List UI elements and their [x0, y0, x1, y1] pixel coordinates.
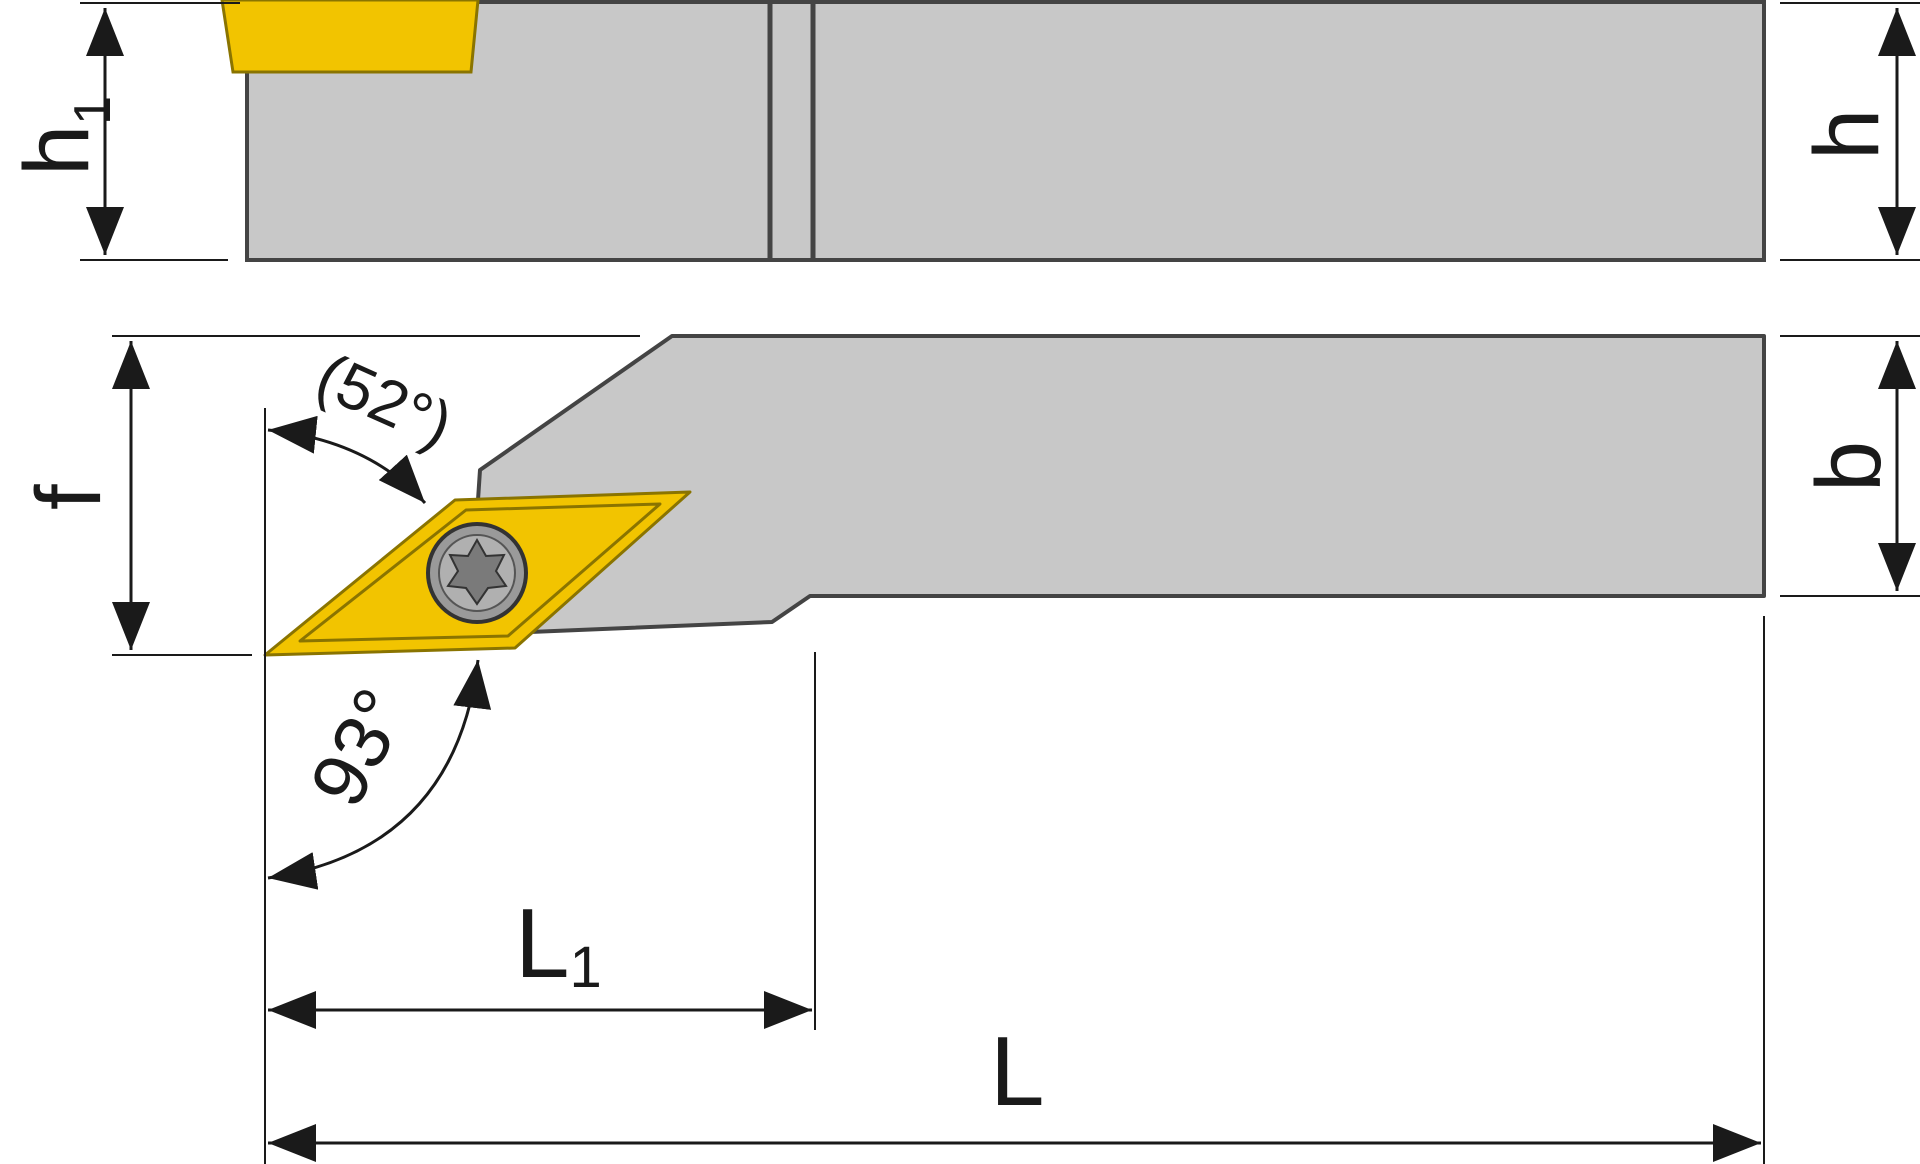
side-view-insert [220, 0, 480, 74]
approach-angle-arc [267, 659, 492, 890]
top-view: f b (52°) 93° L1 L [18, 334, 1920, 1164]
L1-label: L1 [515, 888, 602, 1000]
f-label: f [18, 484, 120, 510]
torx-screw-icon [426, 522, 528, 624]
h1-label: h1 [6, 96, 122, 176]
lead-angle-arc [267, 415, 427, 505]
top-view-shank [476, 334, 1766, 634]
approach-angle-label: 93° [292, 675, 425, 820]
h-label: h [1796, 109, 1898, 160]
b-label: b [1798, 441, 1900, 492]
side-view: h1 h [6, 0, 1920, 262]
side-view-shank [245, 0, 1766, 262]
top-view-insert-chamfer [298, 502, 662, 643]
L-label: L [990, 1016, 1045, 1126]
